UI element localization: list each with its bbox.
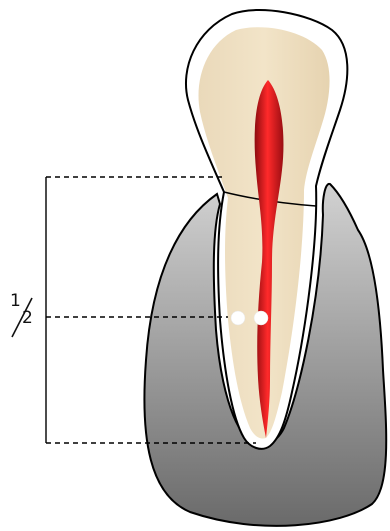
fraction-denominator: 2: [22, 310, 33, 327]
fraction-numerator: 1: [10, 293, 21, 310]
fraction-label: 1 2: [6, 293, 46, 333]
marker-left: [231, 311, 245, 325]
marker-right: [254, 311, 268, 325]
